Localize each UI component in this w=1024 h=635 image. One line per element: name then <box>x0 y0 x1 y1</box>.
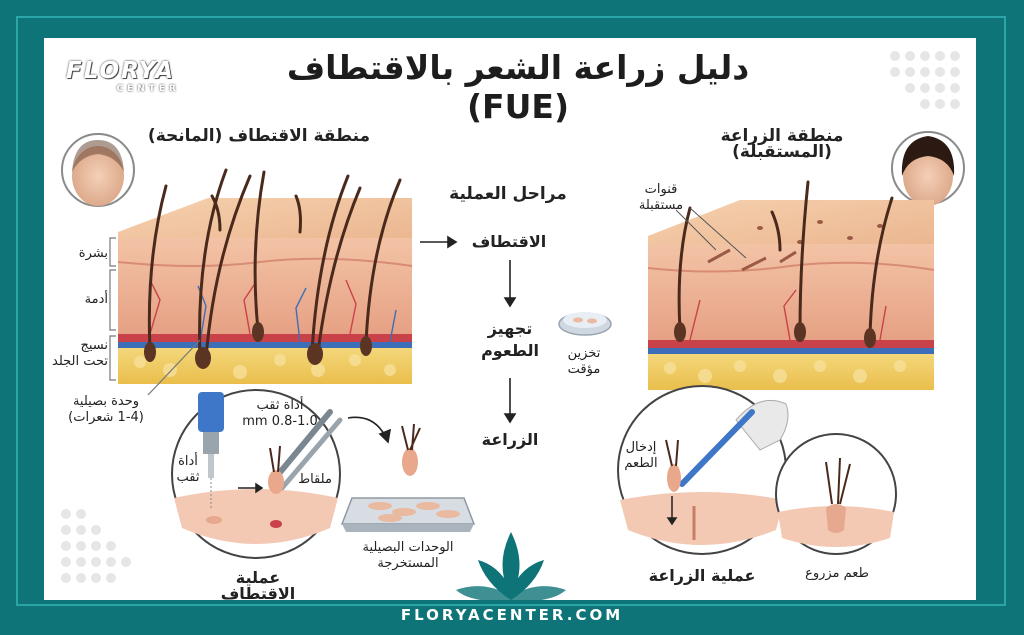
channels-line1: قنوات <box>644 182 678 197</box>
implanted-zoom <box>775 433 897 555</box>
recipient-hairs <box>677 180 894 338</box>
process-arrows <box>420 235 517 424</box>
step-extraction: الاقتطاف <box>471 232 547 251</box>
tool-line1: أداة ثقب <box>256 398 304 413</box>
donor-skin-block <box>117 198 413 384</box>
step2-line2: الطعوم <box>481 341 539 360</box>
forceps-label: ملقاط <box>298 472 332 487</box>
step-graft-prep: تجهيز الطعوم <box>464 318 556 362</box>
logo-subtitle: CENTER <box>116 84 180 94</box>
follicular-unit-line2: (1-4 شعرات) <box>68 410 144 425</box>
punch-tool-size-label: أداة ثقب 0.8-1.0 mm <box>228 398 332 430</box>
step-implantation: الزراعة <box>481 430 539 449</box>
storage-line2: مؤقت <box>567 362 601 377</box>
implanted-graft-label: طعم مزروع <box>805 566 869 581</box>
punch-label: أداة ثقب <box>170 454 206 486</box>
channels-line2: مستقبلة <box>638 198 684 213</box>
donor-head-icon <box>61 133 135 207</box>
graft-arrow <box>347 416 392 444</box>
donor-hairs <box>147 168 402 360</box>
temporary-storage-label: تخزين مؤقت <box>554 346 614 378</box>
logo-wordmark: FLORYA <box>66 58 175 84</box>
florya-logo: FLORYA CENTER <box>66 58 186 94</box>
brand-leaf-logo <box>456 532 566 601</box>
extracted-units-label: الوحدات البصيلية المستخرجة <box>348 540 468 572</box>
extracted-line1: الوحدات البصيلية <box>362 540 454 555</box>
insert-graft-label: إدخال الطعم <box>616 440 666 472</box>
recipient-bulbs <box>674 322 876 348</box>
insert-line1: إدخال <box>625 440 657 455</box>
punch-line2: ثقب <box>176 470 200 485</box>
implant-zoom <box>617 385 789 555</box>
storage-dish-icon <box>558 312 612 336</box>
donor-bulbs <box>144 322 372 369</box>
extracted-line2: المستخرجة <box>377 556 439 571</box>
decor-dots-top-right <box>890 51 960 109</box>
tool-line2: 0.8-1.0 mm <box>242 414 318 429</box>
layer-dermis-label: أدمة <box>84 292 108 307</box>
extraction-zoom <box>171 389 343 559</box>
channels-pointer <box>675 207 747 259</box>
storage-line1: تخزين <box>567 346 601 361</box>
punch-line1: أداة <box>178 454 198 469</box>
single-graft <box>401 423 421 476</box>
recipient-channels-label: قنوات مستقبلة <box>624 182 698 214</box>
recipient-head-icon <box>891 131 965 206</box>
layer-brackets <box>109 237 201 396</box>
decor-dots-bottom-left <box>61 509 131 583</box>
footer-url: FLORYACENTER.COM <box>400 606 624 624</box>
extraction-caption: عملية الاقتطاف <box>220 568 296 603</box>
step2-line1: تجهيز <box>487 319 533 338</box>
layer-epidermis-label: بشرة <box>78 246 108 261</box>
insert-line2: الطعم <box>624 456 658 471</box>
layer-tissue-label: نسيج <box>80 338 108 353</box>
recipient-area-heading: منطقة الزراعة (المستقبلة) <box>720 126 844 162</box>
page-title: دليل زراعة الشعر بالاقتطاف (FUE) <box>286 48 750 126</box>
graft-tray <box>340 497 476 532</box>
donor-area-heading: منطقة الاقتطاف (المانحة) <box>147 126 371 146</box>
inner-border <box>16 16 1006 606</box>
implantation-caption: عملية الزراعة <box>648 566 756 585</box>
layer-subcutaneous-label: تحت الجلد <box>52 354 108 369</box>
recipient-skin-block <box>647 200 935 390</box>
follicular-unit-line1: وحدة بصيلية <box>72 394 140 409</box>
follicular-unit-label: وحدة بصيلية (1-4 شعرات) <box>58 394 154 426</box>
process-heading: مراحل العملية <box>449 184 567 204</box>
